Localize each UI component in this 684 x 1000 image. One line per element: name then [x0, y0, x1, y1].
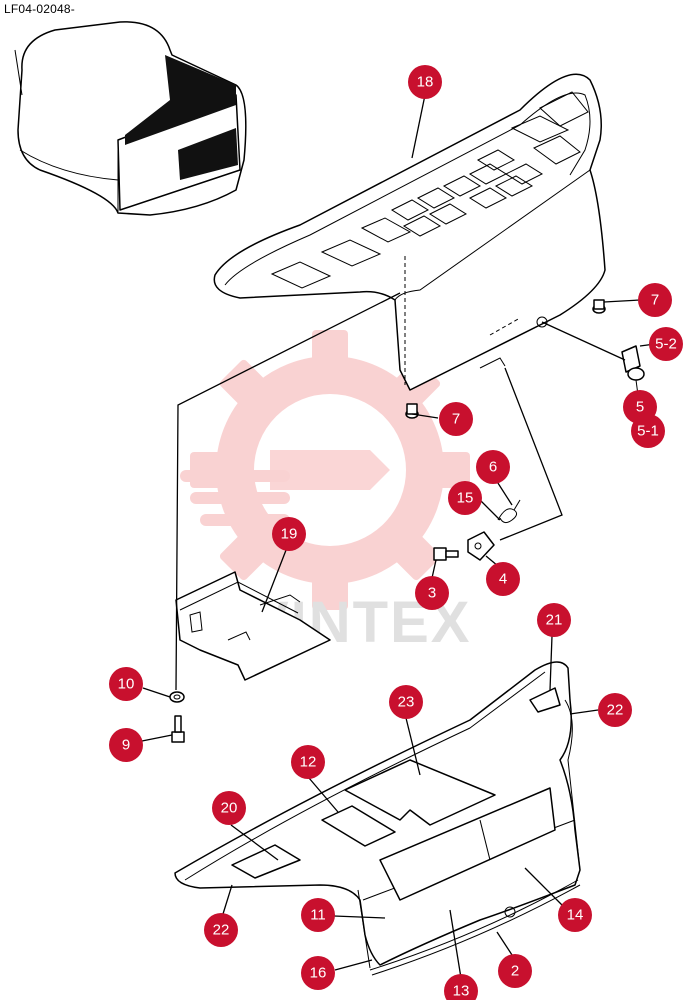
callout-6: 6: [476, 450, 510, 484]
spring-part: [497, 499, 521, 524]
callout-18: 18: [408, 65, 442, 99]
svg-text:12: 12: [300, 754, 317, 771]
bracket-part: [467, 531, 495, 561]
callout-5-2: 5-2: [649, 327, 683, 361]
svg-text:7: 7: [651, 292, 659, 309]
callout-9: 9: [109, 728, 143, 762]
callout-15: 15: [448, 481, 482, 515]
callout-5-1: 5-1: [631, 414, 665, 448]
svg-text:10: 10: [118, 676, 135, 693]
switch-assembly-part: [621, 345, 645, 396]
callout-19: 19: [272, 517, 306, 551]
reference-code: LF04-02048-: [4, 2, 75, 16]
callout-4: 4: [486, 562, 520, 596]
seat-thumbnail-icon: [14, 21, 247, 216]
callout-16: 16: [301, 956, 335, 990]
callout-22: 22: [204, 913, 238, 947]
callout-10: 10: [109, 667, 143, 701]
svg-text:18: 18: [417, 74, 434, 91]
callout-7: 7: [439, 402, 473, 436]
svg-text:13: 13: [453, 983, 470, 1000]
callout-20: 20: [212, 791, 246, 825]
callout-21: 21: [537, 603, 571, 637]
leader-lines: [141, 94, 656, 979]
bolt-part: [405, 299, 606, 419]
svg-text:20: 20: [221, 800, 238, 817]
svg-text:5-1: 5-1: [637, 423, 659, 440]
callout-23: 23: [389, 685, 423, 719]
callout-22: 22: [598, 693, 632, 727]
svg-text:16: 16: [310, 965, 327, 982]
callout-14: 14: [558, 898, 592, 932]
callout-11: 11: [301, 898, 335, 932]
svg-text:2: 2: [511, 963, 519, 980]
gear-watermark-icon: [180, 330, 470, 610]
svg-text:6: 6: [489, 459, 497, 476]
callout-13: 13: [444, 974, 478, 1000]
screw-part: [433, 547, 459, 561]
svg-text:9: 9: [122, 737, 130, 754]
svg-text:14: 14: [567, 907, 584, 924]
svg-text:21: 21: [546, 612, 563, 629]
svg-text:11: 11: [310, 907, 326, 924]
tray-bracket-part: [175, 571, 331, 681]
svg-text:22: 22: [607, 702, 624, 719]
svg-text:4: 4: [499, 571, 507, 588]
nut-part: [169, 691, 185, 703]
callout-3: 3: [415, 576, 449, 610]
svg-text:22: 22: [213, 922, 230, 939]
callout-2: 2: [498, 954, 532, 988]
callout-7: 7: [638, 283, 672, 317]
svg-text:15: 15: [457, 490, 474, 507]
svg-text:7: 7: [452, 411, 460, 428]
callout-12: 12: [291, 745, 325, 779]
svg-text:23: 23: [398, 694, 415, 711]
svg-text:5: 5: [636, 399, 644, 416]
bolt-part: [171, 715, 185, 743]
seat-panel-part: [213, 73, 606, 391]
svg-text:19: 19: [281, 526, 298, 543]
svg-text:3: 3: [428, 585, 436, 602]
svg-text:5-2: 5-2: [655, 336, 677, 353]
